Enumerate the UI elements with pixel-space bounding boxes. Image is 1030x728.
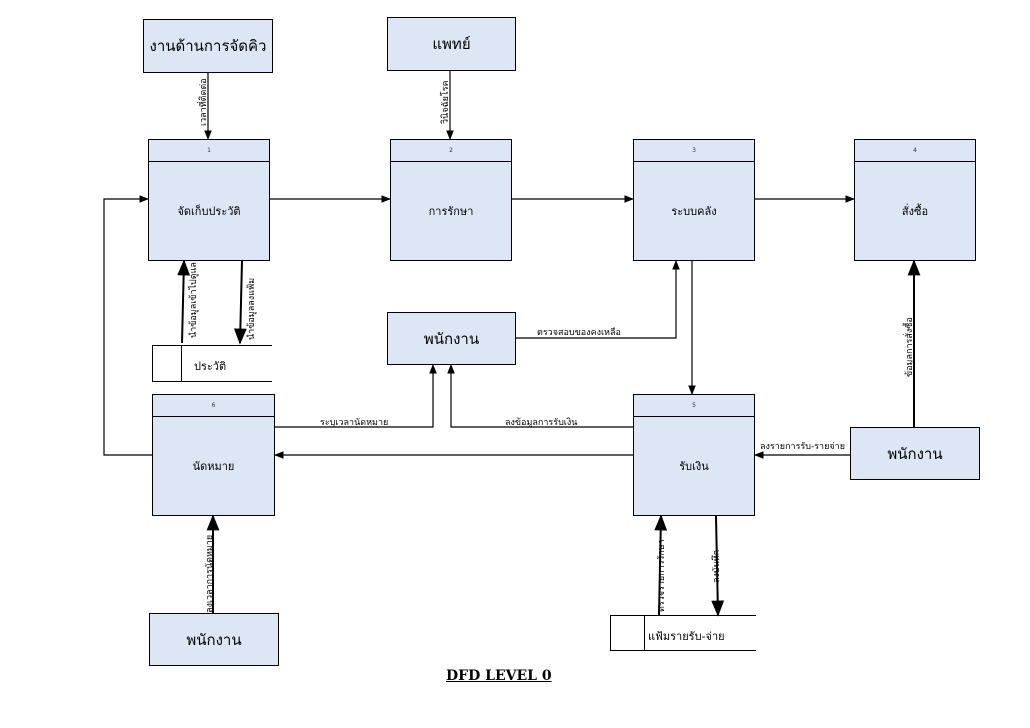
process-number: 6: [153, 395, 274, 417]
flow-label-order-info: ข้อมูลการสั่งซื้อ: [905, 317, 915, 377]
process-1: 1 จัดเก็บประวัติ: [148, 139, 270, 261]
store-top-line: [610, 615, 756, 616]
store-divider: [644, 615, 645, 650]
flow-label-check-stock: ตรวจสอบของคงเหลือ: [537, 328, 621, 338]
process-label: สั่งซื้อ: [901, 204, 929, 218]
flow-label-history-in: นำข้อมูลลงแฟ้ม: [247, 277, 257, 340]
process-2: 2 การรักษา: [390, 139, 512, 261]
process-number: 1: [149, 140, 269, 162]
flow-label-appoint-record: ลงเวลาการนัดหมาย: [205, 534, 215, 613]
flow-label-queue-time: เวลาที่ติดต่อ: [199, 78, 209, 126]
process-number: 2: [391, 140, 511, 162]
store-bottom-line: [152, 381, 272, 382]
entity-staff-middle: พนักงาน: [387, 312, 516, 365]
process-number: 5: [634, 395, 754, 417]
arrow-staff-to-process3: [516, 260, 680, 339]
store-top-line: [152, 345, 272, 346]
store-left-bar: [152, 345, 153, 381]
process-label: จัดเก็บประวัติ: [177, 204, 241, 218]
store-label: ประวัติ: [194, 360, 227, 373]
diagram-title: DFD LEVEL 0: [446, 668, 552, 684]
store-bottom-line: [610, 650, 756, 651]
process-6: 6 นัดหมาย: [152, 394, 275, 516]
arrow-ledger-to-process5: [654, 514, 668, 616]
flow-label-payment-info: ลงข้อมูลการรับเงิน: [505, 418, 578, 428]
entity-staff-right: พนักงาน: [850, 427, 980, 480]
entity-staff-bottom: พนักงาน: [149, 613, 279, 666]
arrow-process6-to-process1: [103, 195, 152, 456]
entity-doctor: แพทย์: [387, 17, 516, 71]
arrow-history-to-process1: [177, 259, 191, 344]
flow-label-history-out: นำข้อมูลเข้าไปดูแล: [189, 262, 199, 338]
process-5: 5 รับเงิน: [633, 394, 755, 516]
flow-label-appoint-time: ระบุเวลานัดหมาย: [320, 418, 389, 428]
process-label: การรักษา: [428, 204, 474, 218]
process-label: ระบบคลัง: [671, 204, 717, 218]
flow-label-record: ลงบันทึก: [712, 549, 722, 583]
process-3: 3 ระบบคลัง: [633, 139, 755, 261]
store-left-bar: [610, 615, 611, 650]
store-divider: [181, 345, 182, 381]
process-label: นัดหมาย: [192, 459, 235, 473]
arrow-process5-to-ledger: [711, 515, 725, 617]
process-number: 4: [855, 140, 975, 162]
flow-label-treatment-check: ตรวจรายการรักษา: [657, 539, 667, 612]
flow-label-income-expense: ลงรายการรับ-รายจ่าย: [760, 442, 845, 452]
entity-queue: งานด้านการจัดคิว: [143, 19, 273, 73]
process-number: 3: [634, 140, 754, 162]
arrow-process6-to-staff: [275, 364, 437, 428]
arrow-process1-to-history: [233, 260, 247, 345]
store-label: แฟ้มรายรับ-จ่าย: [648, 630, 725, 643]
process-4: 4 สั่งซื้อ: [854, 139, 976, 261]
flow-label-diagnosis: วินิจฉัยโรค: [441, 80, 451, 124]
process-label: รับเงิน: [679, 459, 709, 473]
arrow-process5-to-staff: [447, 364, 633, 428]
